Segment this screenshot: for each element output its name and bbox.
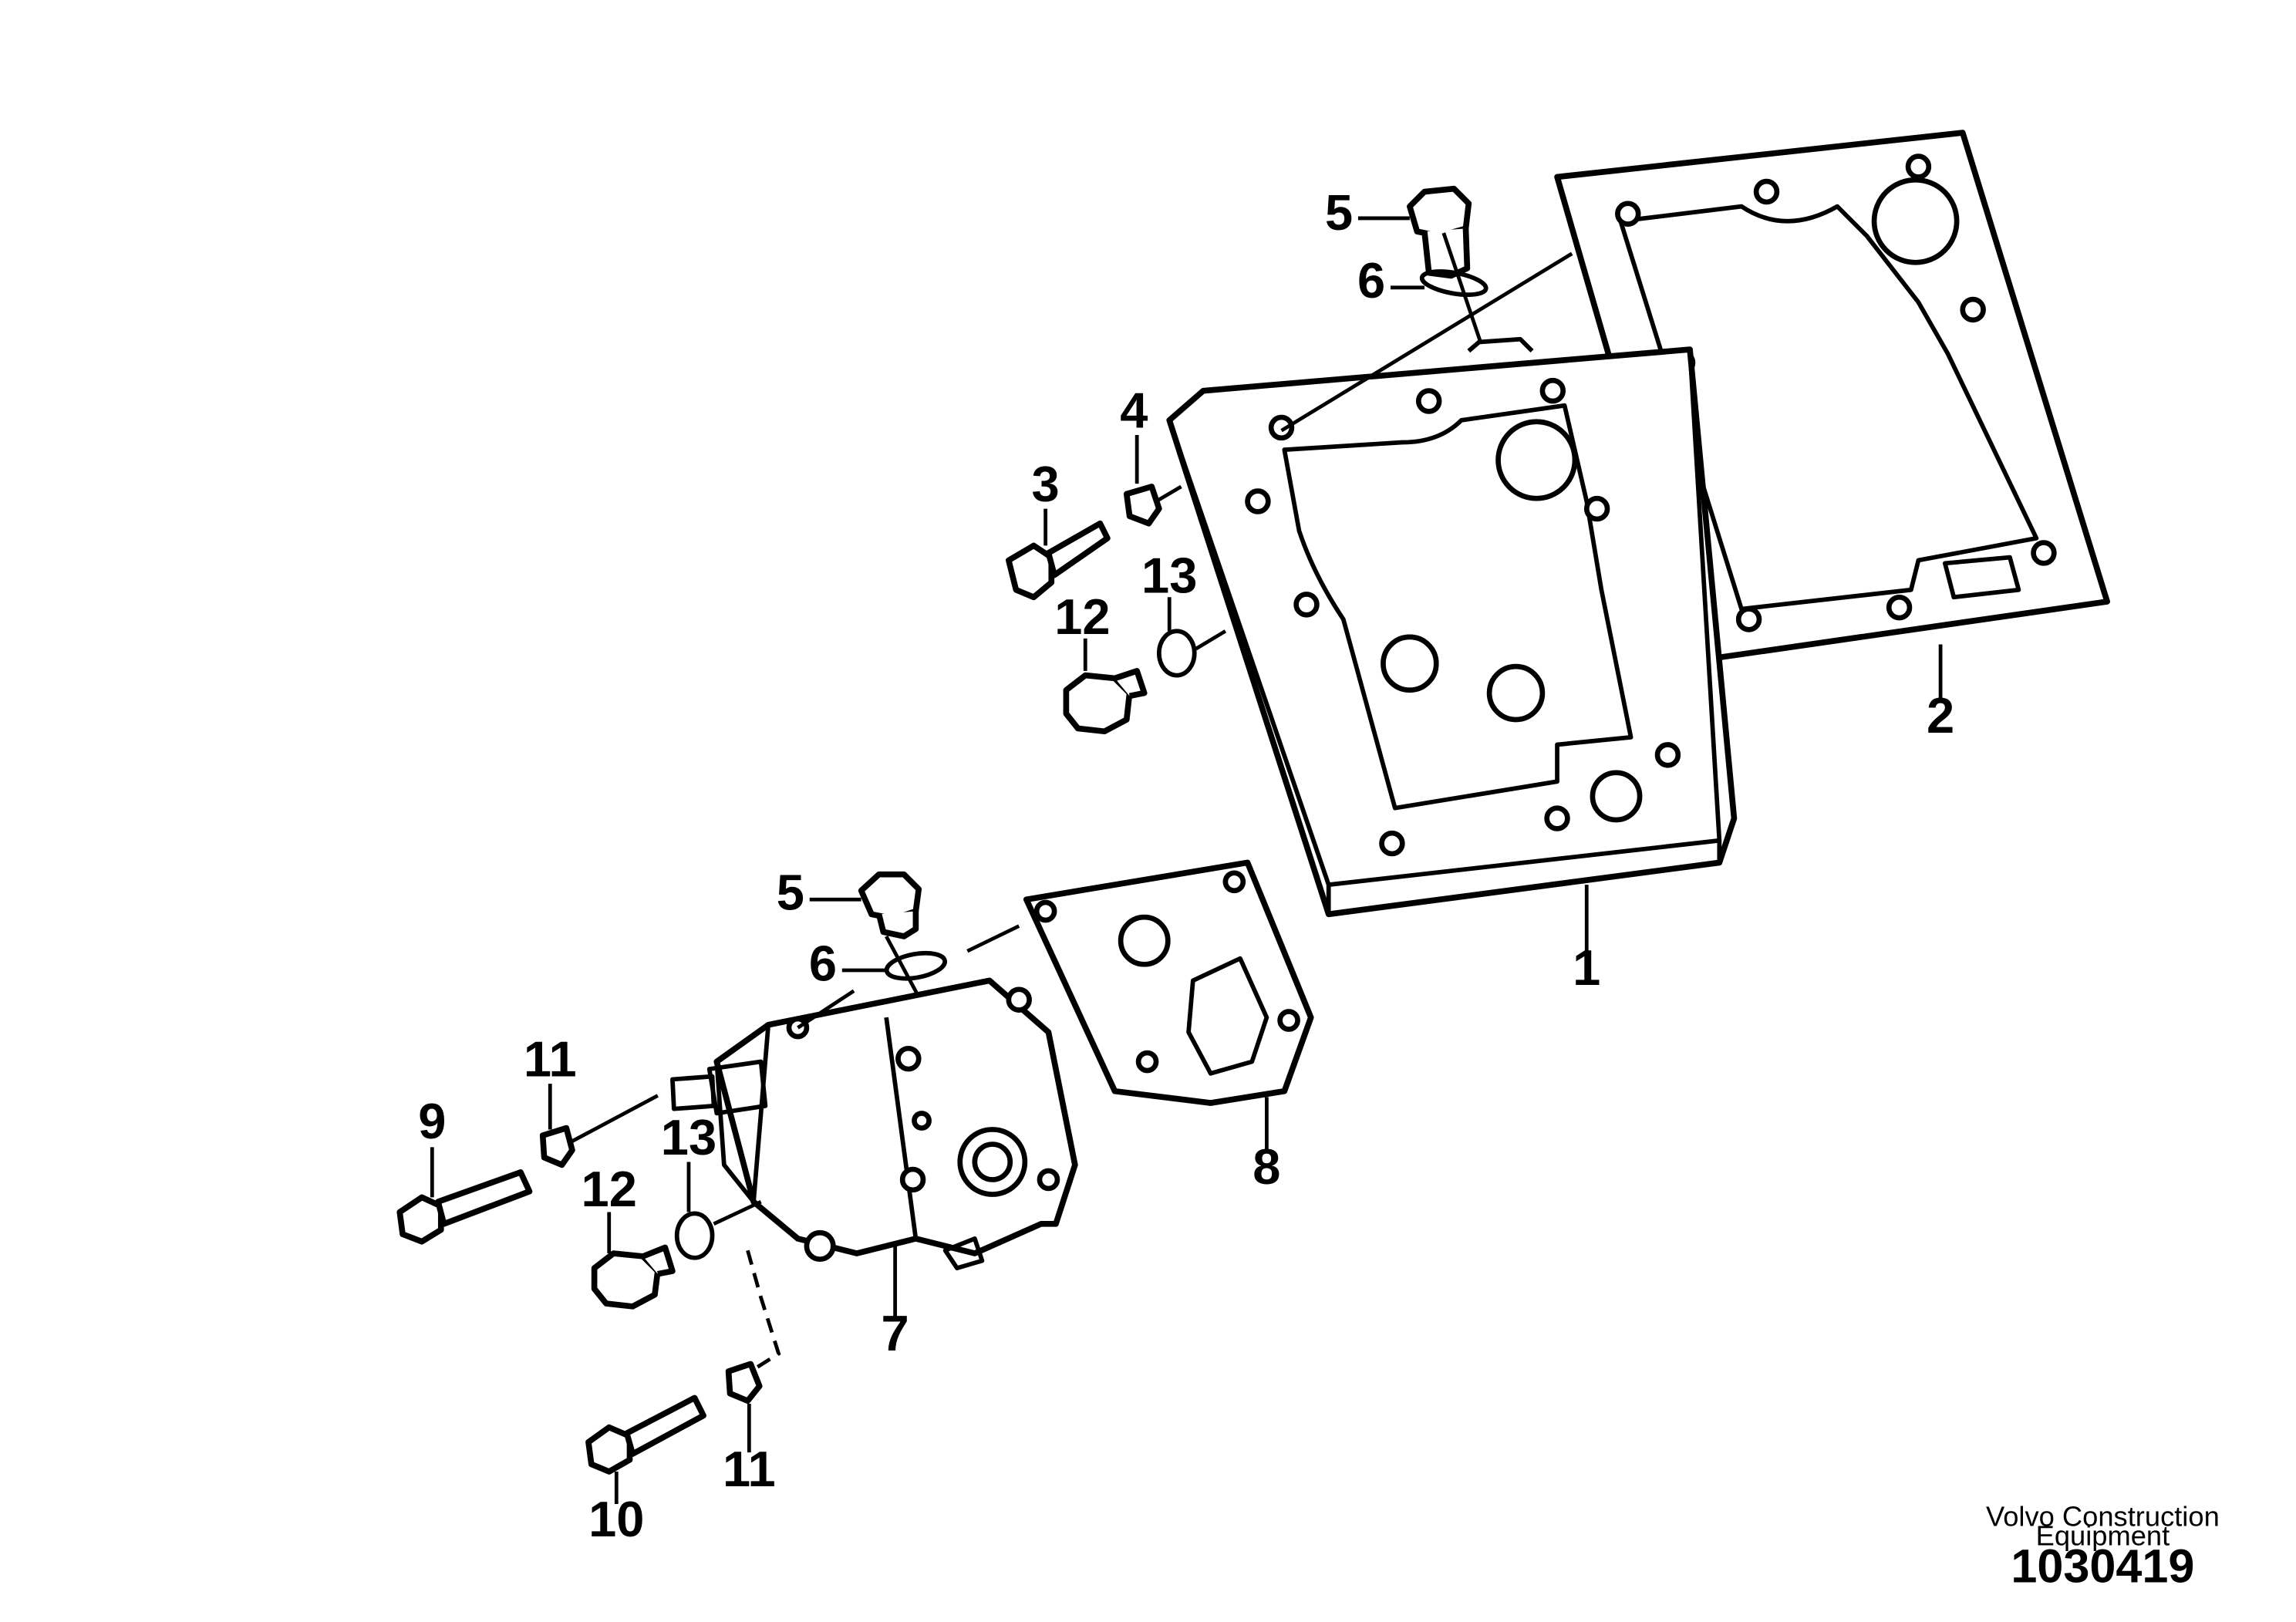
valve-block-part-7 [670, 977, 1078, 1271]
callout-10: 10 [588, 1491, 644, 1547]
washer-part-11-upper [539, 1125, 575, 1168]
callout-1: 1 [1573, 939, 1600, 996]
o-ring-part-6-bottom [884, 950, 948, 981]
fitting-part-12-bottom [591, 1244, 676, 1310]
callout-3: 3 [1032, 456, 1060, 512]
callout-11-upper: 11 [524, 1031, 577, 1088]
plug-part-5-bottom [858, 871, 922, 939]
credit-block: Volvo Construction Equipment 1030419 [1986, 1501, 2220, 1593]
callout-13-bottom: 13 [661, 1109, 716, 1165]
callout-13-top: 13 [1141, 548, 1197, 604]
callout-7: 7 [882, 1305, 909, 1361]
gasket-part-8 [1023, 859, 1314, 1106]
callout-11-lower: 11 [723, 1441, 776, 1497]
washer-part-4 [1123, 484, 1162, 527]
washer-part-13-top [1156, 629, 1197, 678]
washer-part-11-lower [725, 1361, 763, 1404]
credit-line-1: Volvo Construction [1986, 1501, 2220, 1533]
callout-4: 4 [1120, 382, 1148, 438]
callout-6-bottom: 6 [809, 935, 837, 991]
callout-labels: 1 2 3 4 5 6 12 13 5 6 7 8 9 10 11 11 12 … [418, 184, 1954, 1547]
leader-lines [430, 216, 1943, 1505]
callout-5-top: 5 [1325, 184, 1353, 241]
callout-6-top: 6 [1357, 252, 1385, 309]
callout-12-top: 12 [1054, 588, 1110, 645]
fitting-part-12-top [1063, 668, 1148, 735]
callout-12-bottom: 12 [582, 1161, 637, 1217]
cover-plate-part-1 [1166, 346, 1738, 918]
callout-2: 2 [1927, 687, 1954, 744]
callout-5-bottom: 5 [777, 865, 804, 921]
document-number: 1030419 [2011, 1539, 2194, 1592]
o-ring-part-6-top [1419, 269, 1489, 298]
bolt-part-9 [396, 1169, 533, 1245]
bolt-part-3 [1006, 520, 1111, 601]
callout-9: 9 [418, 1093, 446, 1149]
bolt-part-10 [585, 1394, 706, 1475]
plug-part-5-top [1407, 185, 1472, 279]
callout-8: 8 [1253, 1138, 1280, 1195]
washer-part-13-bottom [674, 1211, 715, 1260]
credit-line-2: Equipment [2036, 1520, 2170, 1552]
